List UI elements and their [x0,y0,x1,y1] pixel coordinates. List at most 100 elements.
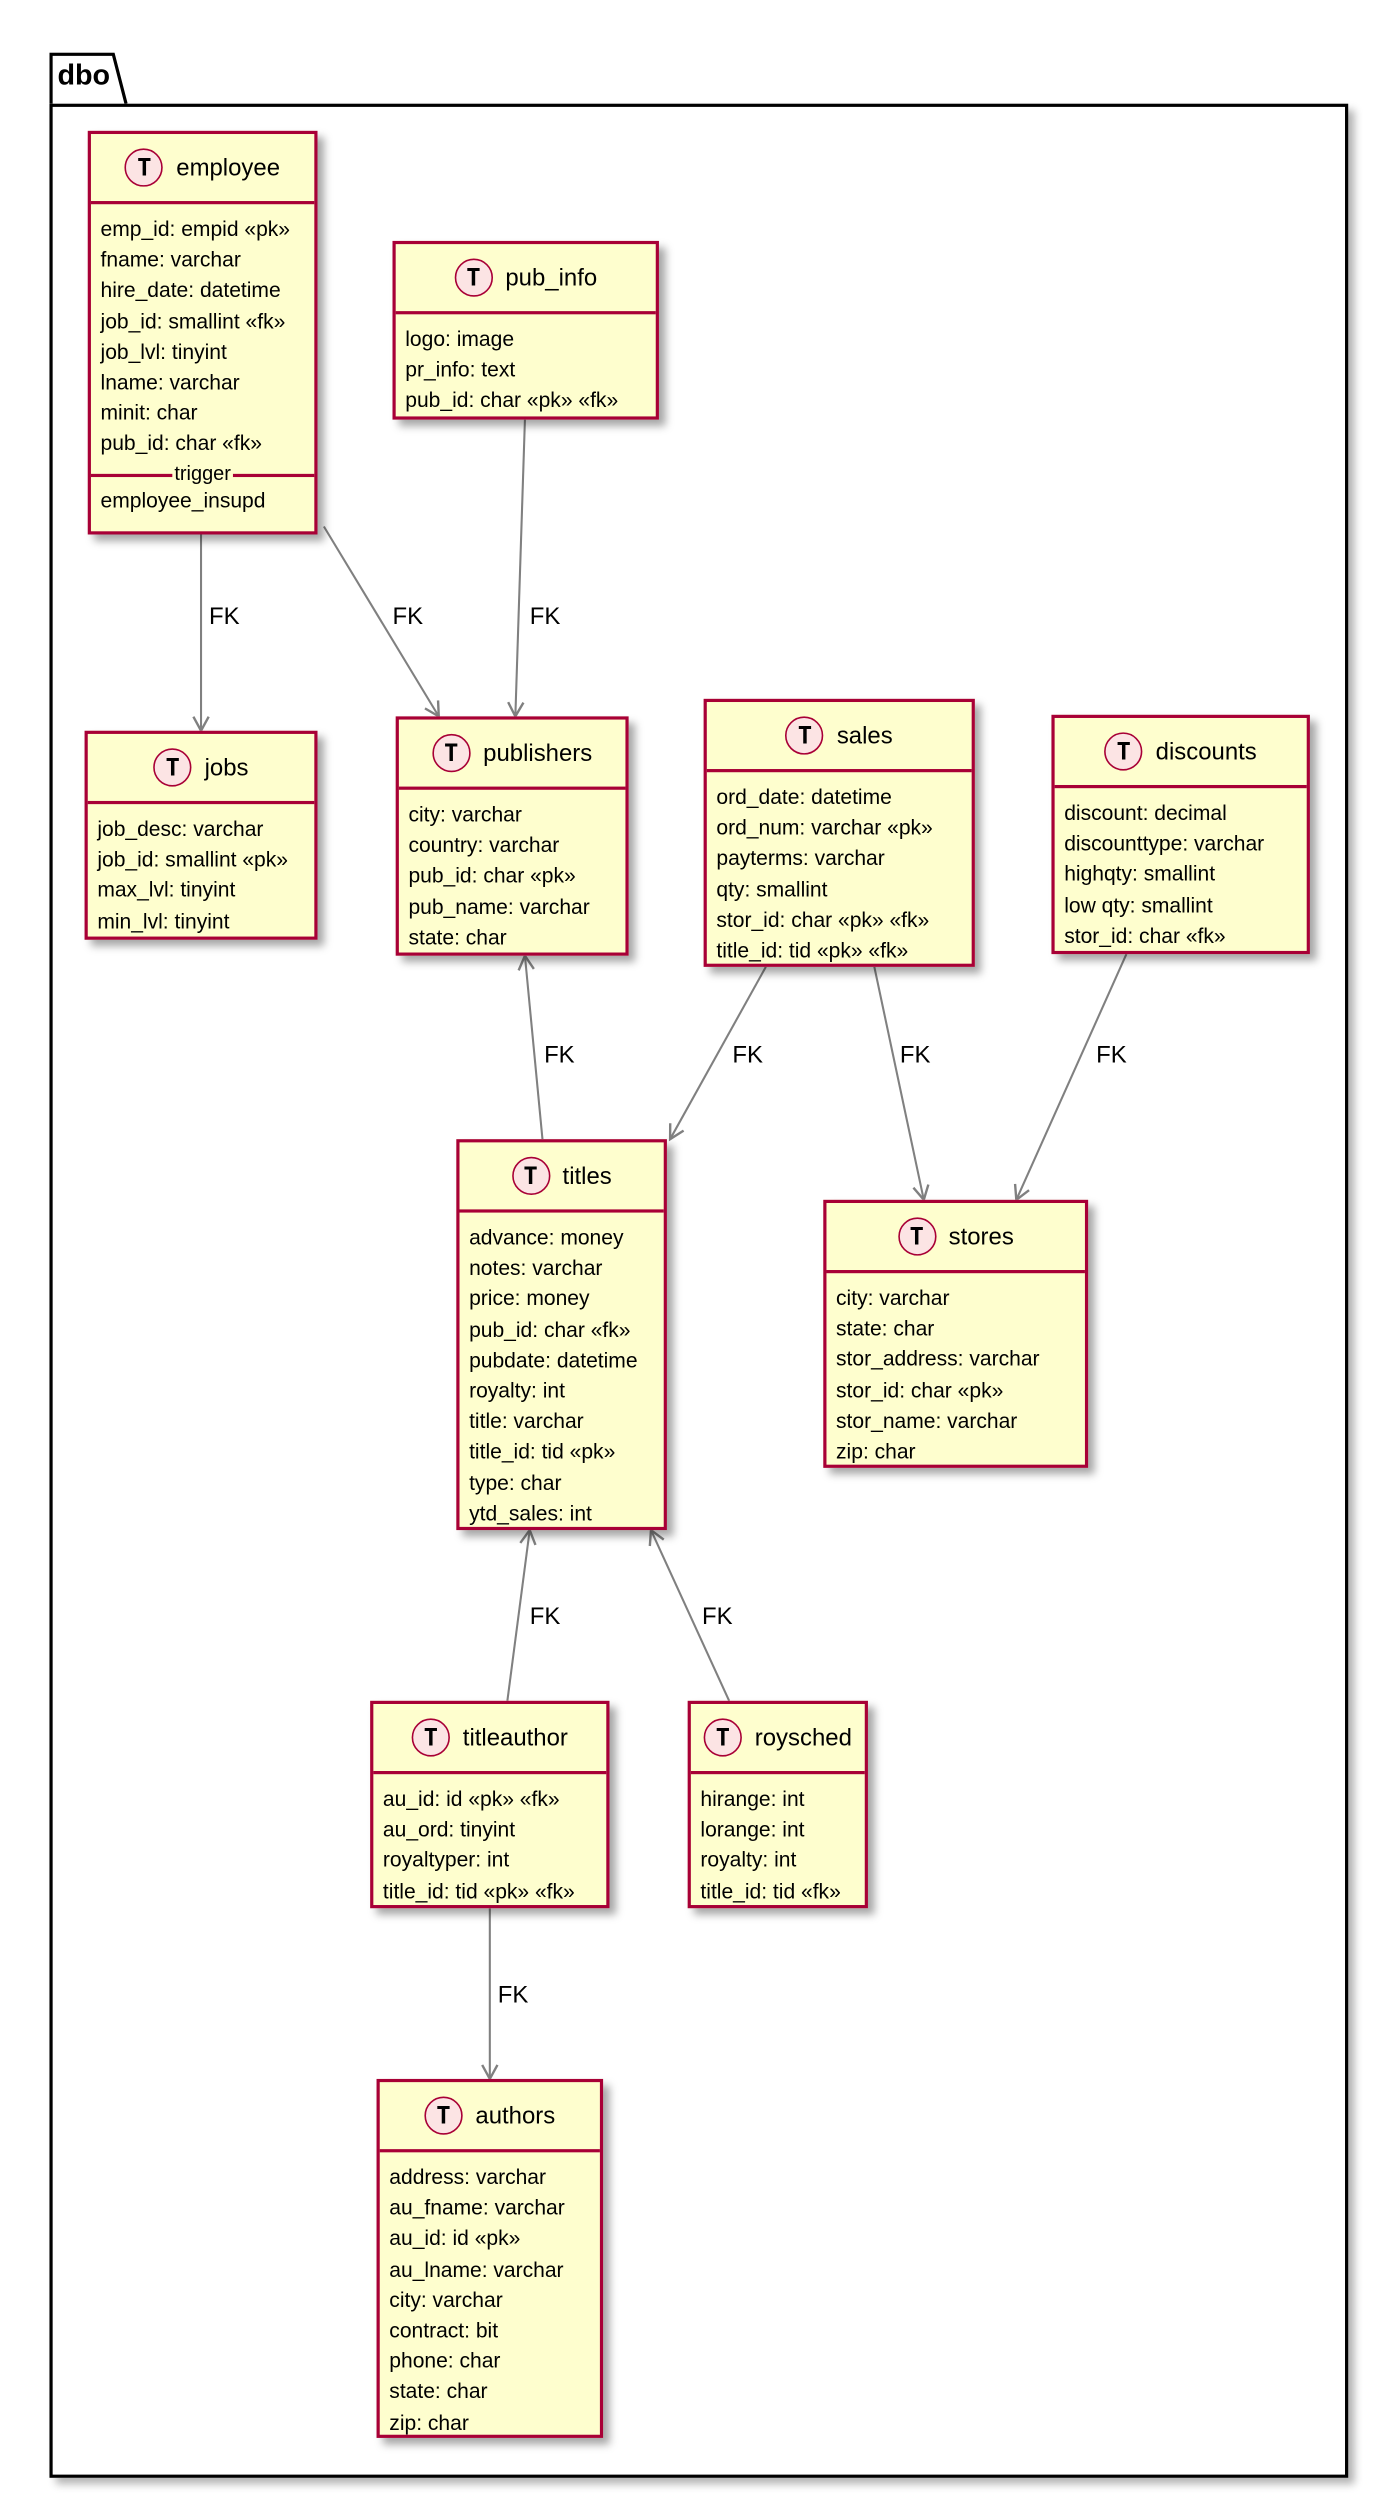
table-name: authors [475,2102,556,2130]
table-icon: T [454,258,493,297]
trigger-row: employee_insupd [100,487,266,512]
field-row: emp_id: empid «pk» [100,216,291,241]
field-row: pub_id: char «fk» [469,1317,631,1342]
field-row: low qty: smallint [1064,892,1213,917]
field-row: royaltyper: int [382,1848,510,1873]
table-name: roysched [754,1723,852,1752]
table-icon: T [785,716,825,755]
relation-titleauthor-titles [506,1529,531,1701]
field-row: city: varchar [836,1285,950,1310]
arrowhead-icon [519,1527,537,1546]
field-row: minit: char [100,400,198,425]
field-row: au_id: id «pk» «fk» [382,1786,560,1811]
field-row: stor_id: char «fk» [1064,923,1226,948]
field-row: max_lvl: tinyint [97,878,236,903]
table-icon: T [511,1156,550,1196]
field-row: au_id: id «pk» [389,2226,521,2251]
table-name: pub_info [505,264,598,292]
table-name: stores [948,1222,1014,1251]
relation-pub_info-publishers [514,419,526,717]
relation-sales-titles [669,966,767,1140]
arrowhead-icon [648,1527,665,1547]
field-row: title_id: tid «pk» «fk» [382,1878,575,1903]
relation-label: FK [544,1041,575,1069]
field-row: pub_id: char «pk» [408,863,576,888]
relation-label: FK [732,1041,763,1069]
field-row: phone: char [389,2348,501,2373]
field-row: stor_name: varchar [836,1408,1018,1433]
field-row: highqty: smallint [1064,862,1216,887]
field-row: ytd_sales: int [469,1501,592,1526]
field-row: hire_date: datetime [100,278,281,303]
relation-label: FK [529,1603,561,1631]
field-row: ord_num: varchar «pk» [716,815,933,840]
field-row: qty: smallint [716,876,828,901]
table-icon: T [411,1718,451,1757]
arrowhead-icon [507,701,525,719]
arrowhead-icon [481,2064,499,2082]
table-icon: T [424,2096,463,2135]
field-row: ord_date: datetime [716,784,892,809]
relation-sales-stores [873,966,925,1201]
arrowhead-icon [517,953,535,971]
field-row: pubdate: datetime [469,1347,638,1372]
field-row: notes: varchar [469,1255,603,1280]
arrowhead-icon [912,1184,930,1203]
field-row: au_lname: varchar [389,2257,564,2281]
field-row: contract: bit [389,2318,499,2343]
field-row: title_id: tid «pk» [469,1439,616,1464]
field-row: hirange: int [700,1786,805,1811]
field-row: address: varchar [389,2165,547,2190]
package-dbo [49,103,1349,2478]
arrowhead-icon [668,1123,685,1142]
relation-label: FK [702,1603,733,1631]
table-name: employee [176,153,281,182]
field-row: pub_name: varchar [408,894,590,919]
relation-label: FK [497,1981,529,2009]
package-tab [49,52,128,104]
field-row: title_id: tid «pk» «fk» [716,938,909,963]
field-row: type: char [469,1470,562,1495]
relation-titles-publishers [523,955,544,1140]
field-row: stor_address: varchar [836,1347,1040,1372]
field-row: au_ord: tinyint [382,1817,516,1842]
arrowhead-icon [192,716,210,734]
table-name: jobs [204,753,249,781]
field-row: job_id: smallint «fk» [100,308,286,333]
field-row: job_desc: varchar [97,816,264,841]
relation-label: FK [899,1041,931,1069]
field-list: au_id: id «pk» «fk» au_ord: tinyint royalt… [373,1774,606,1906]
field-row: lname: varchar [100,370,240,395]
field-row: city: varchar [408,802,522,827]
field-row: zip: char [836,1439,916,1464]
table-icon: T [703,1718,743,1757]
table-icon: T [1104,732,1143,771]
field-row: job_lvl: tinyint [100,339,227,364]
field-row: city: varchar [389,2287,503,2312]
